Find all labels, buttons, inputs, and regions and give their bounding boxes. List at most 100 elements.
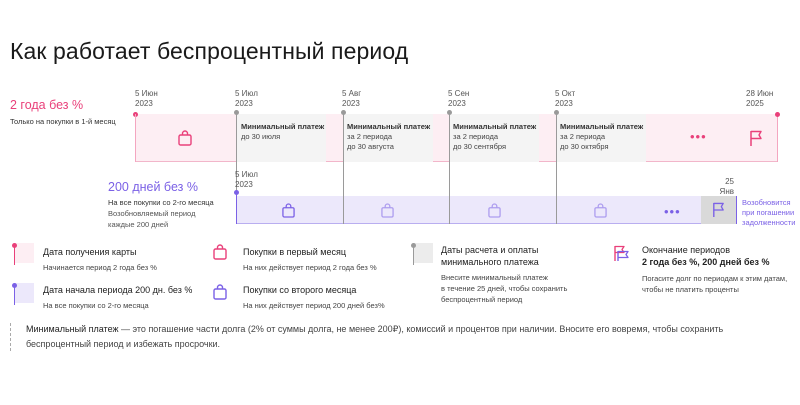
date-year: 2023 [135,99,153,108]
end-date-marker [775,112,780,117]
legend-payment: Даты расчета и оплаты минимального плате… [441,244,567,305]
shopping-bag-icon [213,244,227,260]
footnote-divider [10,323,11,351]
legend-dot [411,243,416,248]
date-day: 5 Июл [235,170,258,179]
plan-200days-note: каждые 200 дней [108,220,169,229]
cell-line: за 2 периода [347,132,393,141]
start200-marker [234,190,239,195]
legend-second-month-sub: На них действует период 200 дней без% [243,301,385,310]
date-year: 2023 [342,99,360,108]
legend-payment-sub: беспроцентный период [441,295,523,304]
flag-icon [748,129,764,147]
date-day: 5 Июн [135,89,158,98]
ellipsis: ••• [664,204,681,219]
flag-icon [711,201,726,218]
timeline-line [343,196,344,224]
timeline-line [343,112,344,224]
payment-block [343,114,433,162]
shopping-bag-icon [282,203,295,218]
payment-cell-4: Минимальный платеж за 2 периода до 30 ок… [560,122,643,152]
date-label-jul-2023-b: 5 Июл 2023 [235,170,258,190]
legend-card-sub: Начинается период 2 года без % [43,263,157,272]
renew-note: Возобновится при погашении задолженности [742,198,795,228]
tick [236,192,237,224]
timeline-line [236,112,237,224]
footnote: Минимальный платеж — это погашение части… [26,322,786,352]
shopping-bag-icon [488,203,501,218]
renew-line: при погашении [742,208,795,217]
legend-swatch-purple [14,283,34,303]
legend-payment-sub: в течение 25 дней, чтобы сохранить [441,284,568,293]
legend-marker [413,245,414,265]
date-label-aug-2023: 5 Авг 2023 [342,89,361,109]
cell-title: Минимальный платеж [347,122,431,131]
date-label-jun-2025: 28 Июн 2025 [746,89,773,109]
date-year: 2023 [448,99,466,108]
cell-line: до 30 августа [347,142,394,151]
legend-payment-sub: Внесите минимальный платеж [441,273,548,282]
payment-block [556,114,646,162]
legend-first-month-title: Покупки в первый месяц [243,247,347,257]
payment-block [236,114,326,162]
cell-line: до 30 сентября [453,142,507,151]
legend-first-month-sub: На них действует период 2 года без % [243,263,377,272]
legend-card-title: Дата получения карты [43,247,137,257]
legend-swatch-grey [413,243,433,263]
double-flag-icon [612,244,630,262]
legend-second-month-title: Покупки со второго месяца [243,285,357,295]
cell-title: Минимальный платеж [560,122,644,131]
renew-line: задолженности [742,218,796,227]
footnote-text: беспроцентный период и избежать просрочк… [26,339,221,349]
date-day: 25 Янв [719,177,734,196]
plan-2years-title: 2 года без % [10,98,84,112]
legend-marker [14,245,15,265]
date-year: 2025 [746,99,764,108]
legend-end-title: Окончание периодов [642,245,730,255]
date-label-jul-2023: 5 Июл 2023 [235,89,258,109]
date-year: 2023 [555,99,573,108]
date-day: 28 Июн [746,89,774,98]
cell-line: до 30 октября [560,142,609,151]
legend-payment-title: минимального платежа [441,257,539,267]
cell-line: за 2 периода [560,132,606,141]
date-label-jun-2023: 5 Июн 2023 [135,89,158,109]
plan-200days-subtitle: На все покупки со 2-го месяца [108,198,214,207]
plan-200days-band [236,196,736,224]
renew-line: Возобновится [742,198,791,207]
date-year: 2023 [235,180,253,189]
cell-title: Минимальный платеж [453,122,537,131]
tick [777,114,778,162]
plan-200days-title: 200 дней без % [108,180,198,194]
shopping-bag-icon [213,284,227,300]
timeline-line [556,196,557,224]
cell-line: до 30 июля [241,132,281,141]
timeline-line [556,112,557,224]
legend-start200-sub: На все покупки со 2-го месяца [43,301,149,310]
payment-block [449,114,539,162]
timeline-dot [234,110,239,115]
plan-2years-subtitle: Только на покупки в 1-й месяц [10,117,116,126]
payment-cell-3: Минимальный платеж за 2 периода до 30 се… [453,122,536,152]
legend-end-sub: чтобы не платить проценты [642,285,739,294]
date-day: 5 Июл [235,89,258,98]
date-year: 2023 [235,99,253,108]
date-label-oct-2023: 5 Окт 2023 [555,89,575,109]
footnote-text: — это погашение части долга (2% от суммы… [118,324,724,334]
legend-marker [14,285,15,305]
shopping-bag-icon [381,203,394,218]
timeline-dot [447,110,452,115]
tick [736,196,737,224]
tick [135,114,136,162]
legend-end-bold: 2 года без %, 200 дней без % [642,257,770,267]
timeline-dot [341,110,346,115]
cell-title: Минимальный платеж [241,122,325,131]
ellipsis: ••• [690,129,707,144]
timeline-line [449,196,450,224]
shopping-bag-icon [594,203,607,218]
page-title: Как работает беспроцентный период [10,38,409,64]
footnote-term: Минимальный платеж [26,324,119,334]
timeline-line [449,112,450,224]
date-day: 5 Окт [555,89,576,98]
payment-cell-2: Минимальный платеж за 2 периода до 30 ав… [347,122,430,152]
